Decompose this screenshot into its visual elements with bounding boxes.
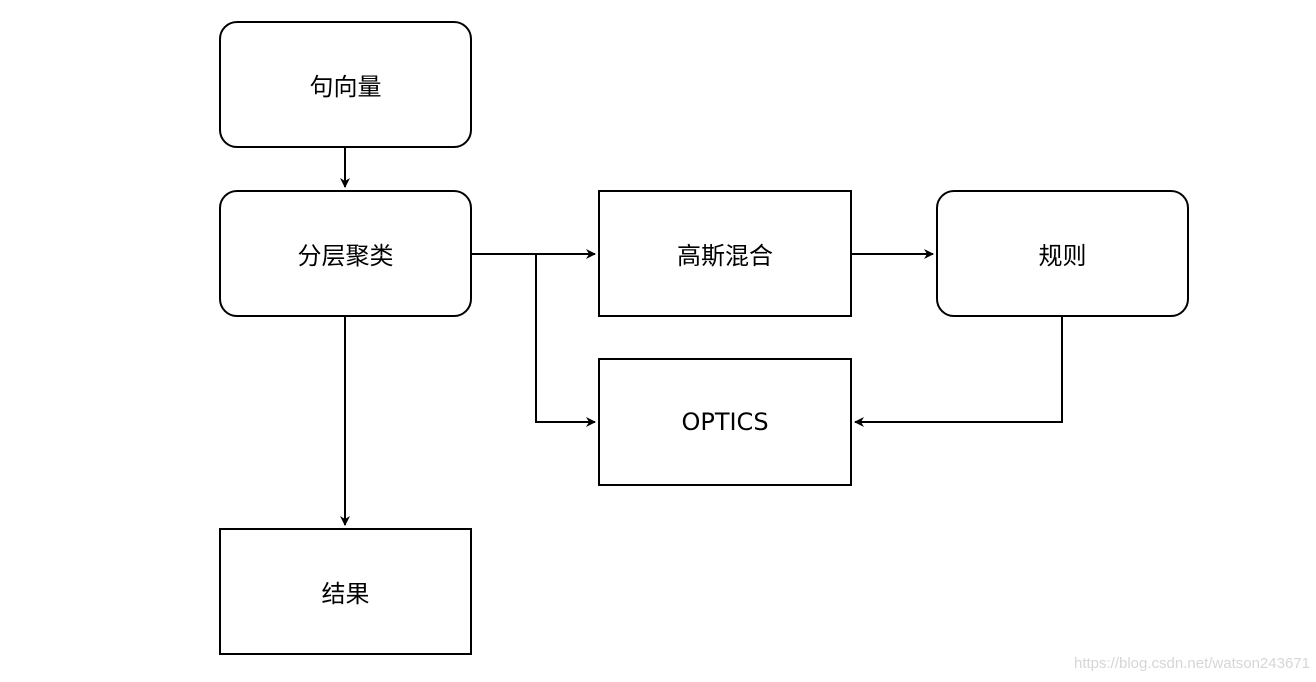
node-sentence-vector: 句向量 [219,21,472,148]
node-label: 规则 [1038,242,1087,270]
node-rules: 规则 [936,190,1189,317]
watermark-text: https://blog.csdn.net/watson243671 [1073,655,1310,672]
node-label: OPTICS [681,408,769,436]
node-optics: OPTICS [598,358,852,486]
node-label: 分层聚类 [297,242,394,270]
edge-rules-to-optics [854,317,1063,427]
node-label: 句向量 [309,73,382,101]
node-label: 结果 [321,580,370,608]
node-gaussian-mixture: 高斯混合 [598,190,852,317]
edge-hierarchical-to-optics [535,254,596,427]
node-result: 结果 [219,528,472,655]
node-hierarchical-clustering: 分层聚类 [219,190,472,317]
node-label: 高斯混合 [677,242,773,270]
